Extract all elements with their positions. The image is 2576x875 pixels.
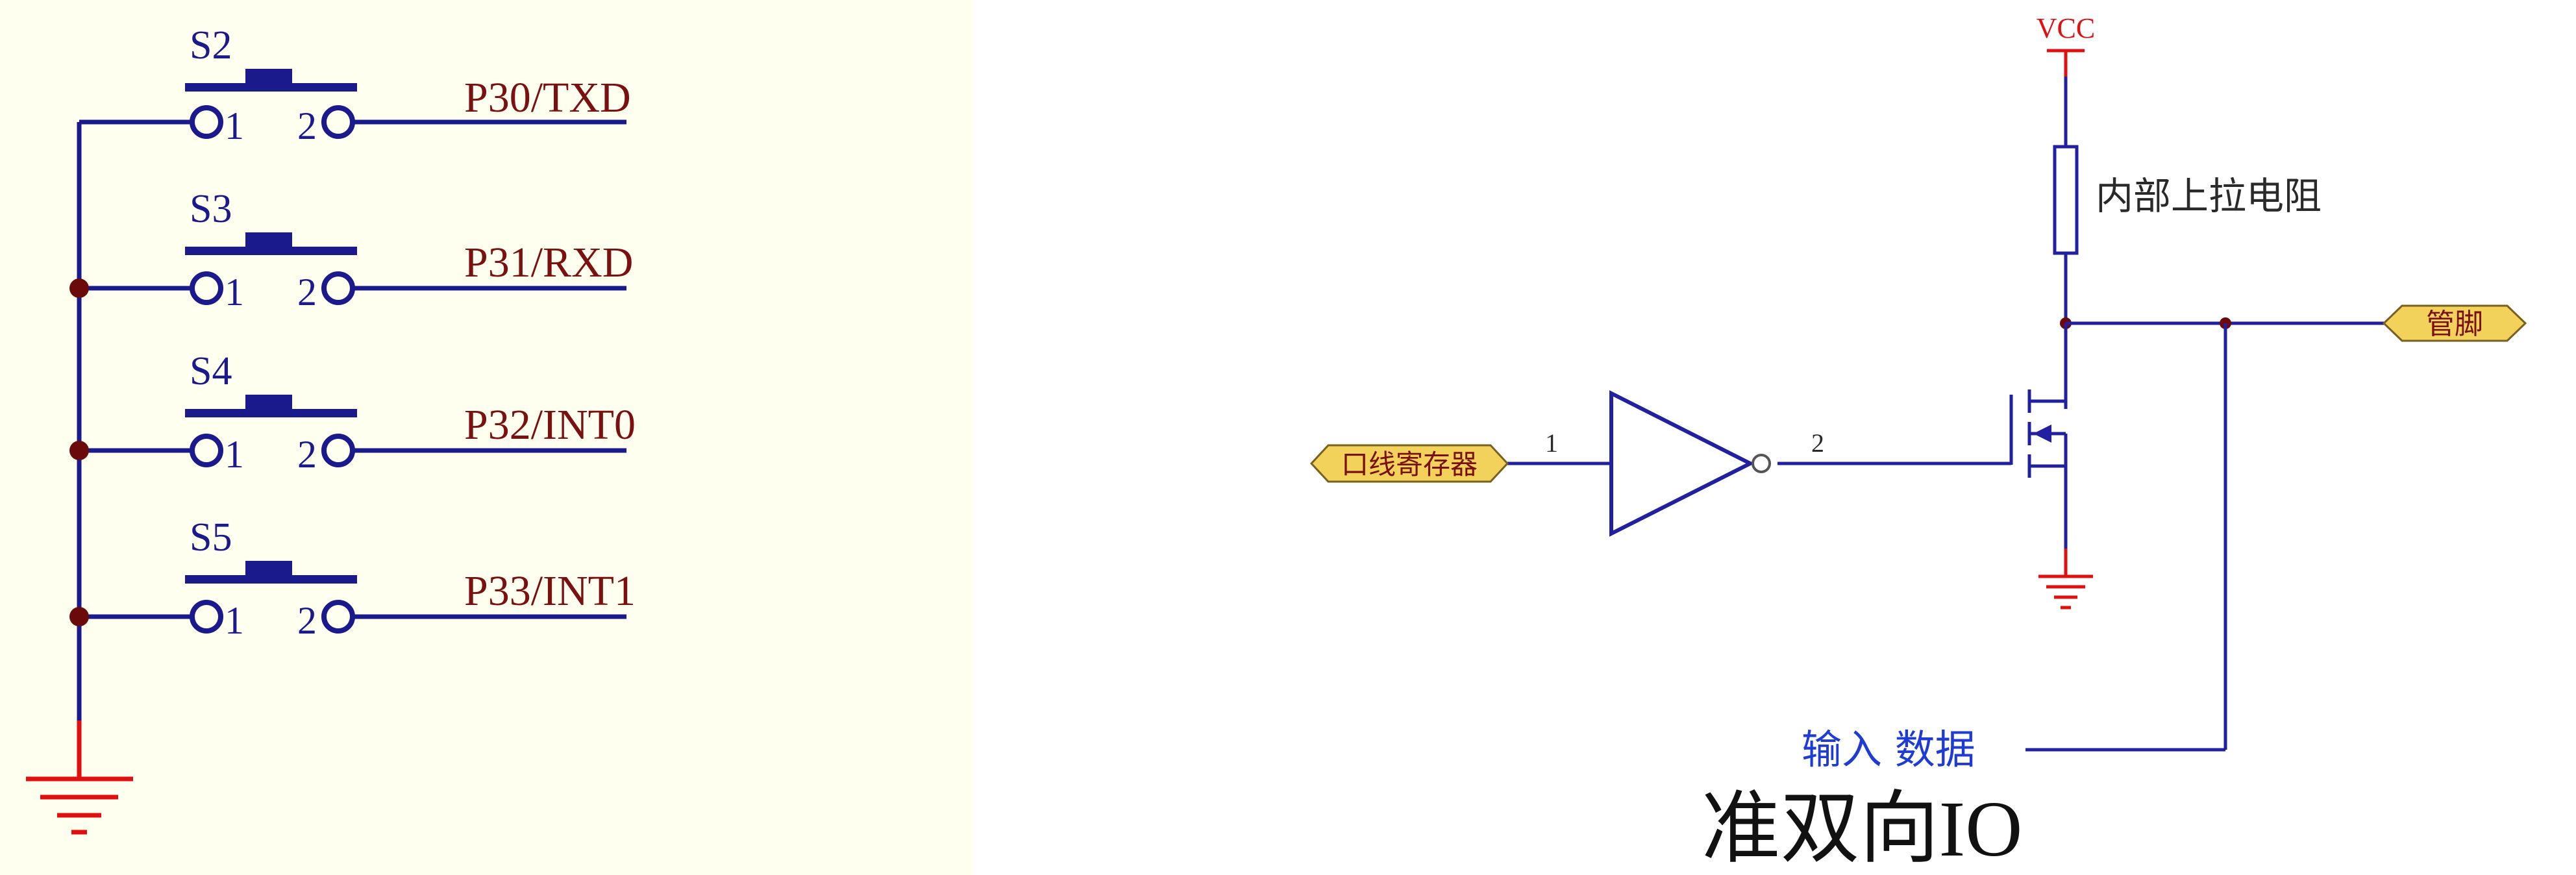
switch-pin1-contact — [190, 600, 223, 634]
nmos-transistor-icon — [2009, 389, 2068, 478]
switch-button-cap — [245, 561, 292, 576]
switch-actuator-bar — [185, 575, 357, 584]
switch-pin1-label: 1 — [225, 433, 244, 476]
switch-actuator-bar — [185, 247, 357, 255]
switch-pin1-label: 1 — [225, 599, 244, 642]
switch-pin2-label: 2 — [297, 105, 317, 147]
switch-ref-label: S4 — [190, 349, 232, 393]
inverter-bubble-icon — [1752, 454, 1771, 473]
inverter-pin1-label: 1 — [1545, 428, 1558, 458]
pin-port-icon — [2382, 304, 2527, 342]
switch-panel: S2 1 2 P30/TXD S3 1 2 P31/RXD — [0, 0, 974, 875]
switch-pin1-contact — [190, 434, 223, 467]
switch-button-cap — [245, 69, 292, 84]
switch-pin2-label: 2 — [297, 433, 317, 476]
junction-dot — [69, 607, 89, 626]
net-label: P31/RXD — [464, 239, 633, 286]
vcc-label: VCC — [2037, 12, 2095, 44]
switch-ref-label: S3 — [190, 187, 232, 231]
junction-dot — [69, 441, 89, 460]
junction-dot — [69, 278, 89, 298]
input-data-label: 输入 数据 — [1802, 726, 1975, 773]
switch-pin2-label: 2 — [297, 599, 317, 642]
pullup-resistor-icon — [2053, 145, 2079, 255]
switch-s5: S5 1 2 P33/INT1 — [69, 515, 636, 642]
resistor-label: 内部上拉电阻 — [2096, 174, 2322, 218]
switch-pin1-contact — [190, 271, 223, 305]
switch-button-cap — [245, 232, 292, 248]
switch-pin2-label: 2 — [297, 271, 317, 314]
net-label: P32/INT0 — [464, 401, 636, 449]
switch-actuator-bar — [185, 83, 357, 92]
inverter-gate-icon — [1609, 390, 1755, 537]
diagram-title: 准双向IO — [1702, 785, 2023, 873]
net-label: P30/TXD — [464, 74, 631, 121]
ground-icon — [2038, 574, 2093, 610]
quasi-bidirectional-io-diagram: VCC 内部上拉电阻 管脚 — [1309, 12, 2527, 873]
transistor-arrow-icon — [2033, 425, 2051, 443]
latch-port-icon — [1309, 444, 1509, 483]
switch-pin1-label: 1 — [225, 271, 244, 314]
switch-pin1-contact — [190, 105, 223, 139]
pin-port-label: 管脚 — [2426, 308, 2483, 341]
switch-pin1-label: 1 — [225, 105, 244, 147]
ground-icon — [26, 776, 133, 835]
switch-panel-background — [0, 0, 974, 875]
switch-ref-label: S5 — [190, 515, 232, 560]
switch-button-cap — [245, 395, 292, 410]
switch-s4: S4 1 2 P32/INT0 — [69, 349, 636, 476]
switch-s3: S3 1 2 P31/RXD — [69, 187, 633, 314]
switch-ref-label: S2 — [190, 23, 232, 68]
inverter-pin2-label: 2 — [1811, 428, 1824, 458]
latch-port-label: 口线寄存器 — [1341, 449, 1478, 480]
switch-actuator-bar — [185, 409, 357, 417]
net-label: P33/INT1 — [464, 567, 636, 615]
switch-s2: S2 1 2 P30/TXD — [79, 23, 631, 147]
